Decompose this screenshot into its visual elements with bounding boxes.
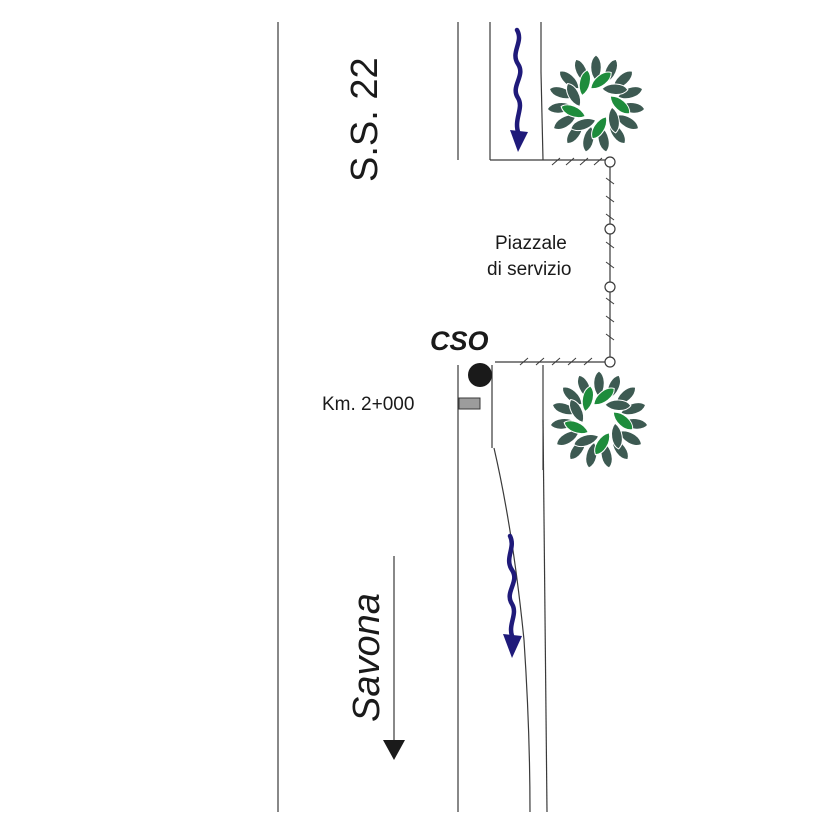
direction-arrow xyxy=(383,556,405,760)
tree-icon xyxy=(550,371,649,469)
upper-road xyxy=(457,22,610,161)
direction-label: Savona xyxy=(346,593,388,722)
km-marker xyxy=(458,397,481,410)
service-area-boundary xyxy=(495,162,611,363)
upper-flow-arrow xyxy=(510,27,528,152)
service-area-label-line2: di servizio xyxy=(487,259,571,280)
cso-label: CSO xyxy=(430,326,489,356)
service-area-label-line1: Piazzale xyxy=(495,233,567,254)
cso-point xyxy=(468,363,492,387)
lower-flow-arrow xyxy=(503,533,522,658)
tree-icon xyxy=(547,55,646,153)
lower-road xyxy=(457,365,548,813)
hatch-marks xyxy=(519,157,615,366)
km-label: Km. 2+000 xyxy=(322,394,414,415)
road-label: S.S. 22 xyxy=(344,57,386,182)
boundary-posts xyxy=(604,156,616,368)
